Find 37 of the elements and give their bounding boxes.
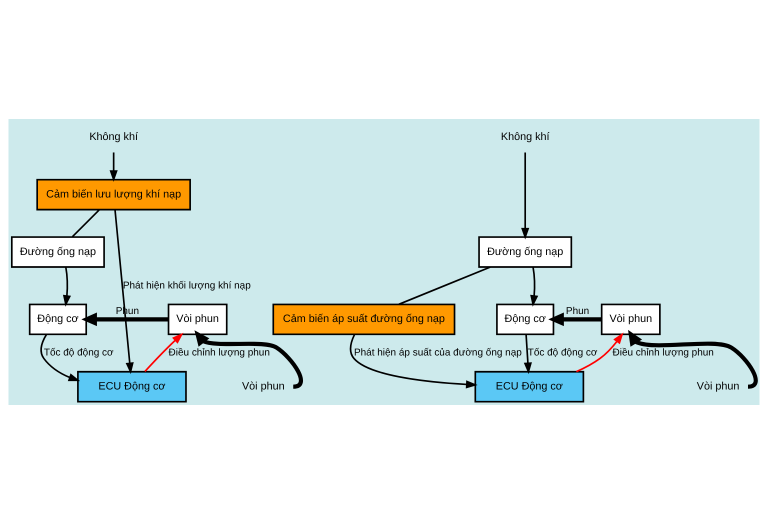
- node-box: Động cơ: [28, 303, 88, 335]
- arrow: [628, 329, 758, 388]
- edge-label: Điều chỉnh lượng phun: [168, 347, 270, 358]
- arrow: [530, 266, 538, 306]
- node-box: Động cơ: [496, 303, 554, 335]
- node-text: Vòi phun: [696, 380, 740, 392]
- arrow: [114, 209, 134, 374]
- node-box: Đường ống nạp: [478, 236, 572, 268]
- node-box: Cảm biến lưu lượng khí nạp: [36, 178, 191, 210]
- arrow: [521, 152, 530, 239]
- node-box: ECU Động cơ: [474, 370, 584, 402]
- node-box: ECU Động cơ: [77, 370, 187, 402]
- arrow: [40, 334, 80, 381]
- arrow: [576, 332, 624, 372]
- node-box: Vòi phun: [168, 303, 228, 335]
- arrow: [144, 332, 184, 372]
- connector: [72, 208, 100, 237]
- edge-label: Tốc độ động cơ: [44, 347, 114, 358]
- edge-label: Tốc độ động cơ: [528, 347, 598, 358]
- node-box: Cảm biến áp suất đường ống nạp: [272, 303, 456, 335]
- node-box: Đường ống nạp: [10, 236, 105, 268]
- arrow: [81, 312, 168, 326]
- edge-label: Điều chỉnh lượng phun: [612, 347, 714, 358]
- arrow: [350, 334, 478, 388]
- edge-label: Phát hiện áp suất của đường ống nạp: [354, 347, 522, 358]
- arrow: [110, 152, 118, 182]
- node-text: Vòi phun: [242, 380, 285, 392]
- arrow: [62, 266, 72, 306]
- node-text: Không khí: [89, 130, 138, 143]
- arrow: [548, 312, 602, 326]
- node-box: Vòi phun: [600, 303, 661, 335]
- arrow: [194, 330, 303, 388]
- connector: [398, 266, 490, 305]
- arrow: [524, 334, 532, 374]
- edge-label: Phát hiện khối lượng khí nạp: [122, 280, 251, 291]
- edge-label: Phun: [566, 306, 590, 317]
- node-text: Không khí: [500, 130, 550, 143]
